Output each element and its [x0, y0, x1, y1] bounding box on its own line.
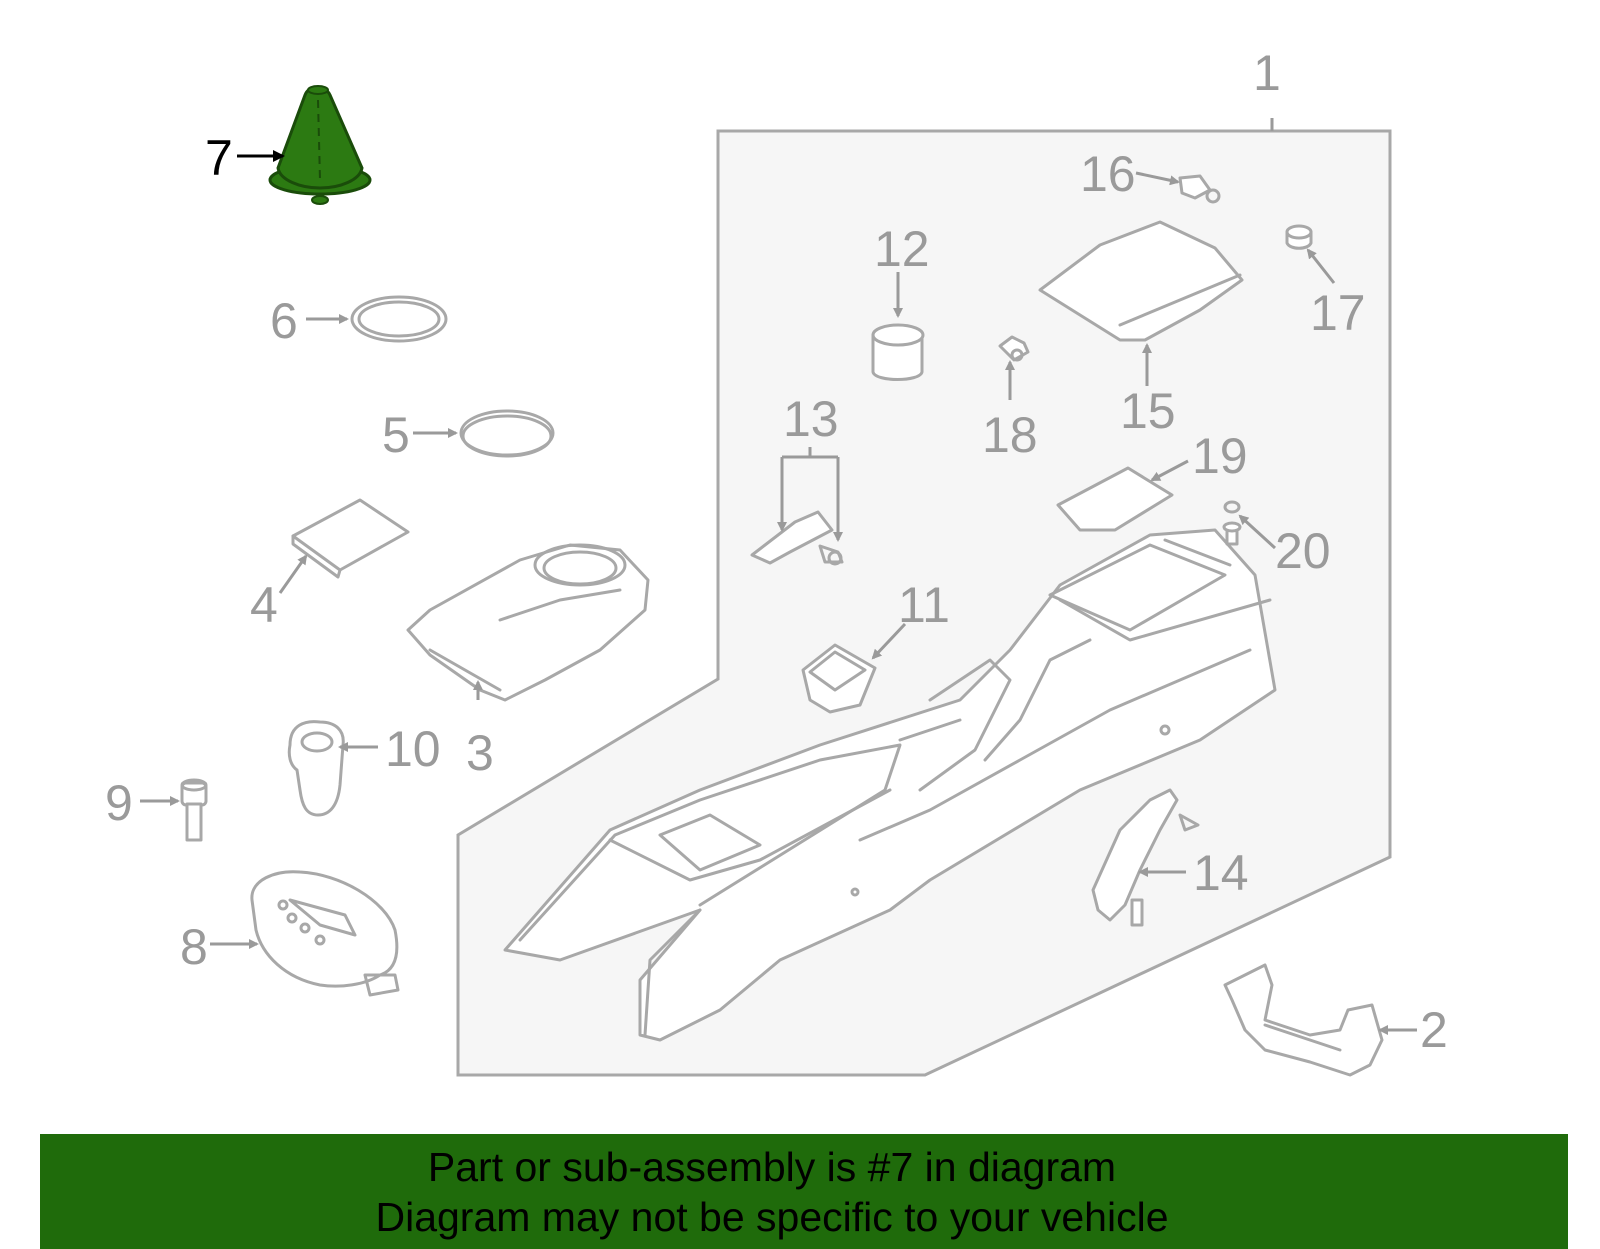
callout-11[interactable]: 11 — [898, 577, 950, 633]
shift-indicator — [250, 870, 400, 997]
shifter-bezel — [406, 543, 650, 702]
callout-1[interactable]: 1 — [1253, 45, 1281, 101]
armrest-lid — [1038, 220, 1244, 342]
callout-4[interactable]: 4 — [250, 577, 278, 633]
shift-knob — [287, 720, 345, 817]
storage-mat — [1056, 466, 1174, 532]
bolt — [180, 778, 208, 842]
callout-18[interactable]: 18 — [982, 407, 1038, 463]
callout-20[interactable]: 20 — [1275, 523, 1331, 579]
trim-ring-large — [350, 295, 448, 343]
info-banner: Part or sub-assembly is #7 in diagram Di… — [40, 1134, 1568, 1249]
cup-holder-insert — [871, 323, 925, 381]
lower-bracket — [1223, 963, 1384, 1077]
callout-12[interactable]: 12 — [874, 221, 930, 277]
callout-14[interactable]: 14 — [1193, 845, 1249, 901]
shift-boot-highlighted[interactable] — [268, 85, 372, 205]
callout-19[interactable]: 19 — [1192, 428, 1248, 484]
callout-15[interactable]: 15 — [1120, 383, 1176, 439]
callout-17[interactable]: 17 — [1310, 285, 1366, 341]
callout-8[interactable]: 8 — [180, 919, 208, 975]
banner-line-disclaimer: Diagram may not be specific to your vehi… — [375, 1194, 1169, 1240]
screw — [1222, 500, 1242, 546]
callout-16[interactable]: 16 — [1080, 146, 1136, 202]
callout-13[interactable]: 13 — [783, 391, 839, 447]
bumper-stop — [1285, 224, 1313, 250]
callout-2[interactable]: 2 — [1420, 1002, 1448, 1058]
callout-9[interactable]: 9 — [105, 775, 133, 831]
storage-bin — [801, 643, 877, 714]
cover-plate — [291, 498, 410, 579]
callout-7[interactable]: 7 — [205, 130, 233, 186]
callout-3[interactable]: 3 — [466, 725, 494, 781]
callout-10[interactable]: 10 — [385, 721, 441, 777]
callout-5[interactable]: 5 — [382, 407, 410, 463]
side-bracket — [1091, 788, 1200, 927]
hinge-clip — [998, 335, 1030, 362]
trim-piece-and-clip — [750, 510, 844, 566]
banner-line-part-number: Part or sub-assembly is #7 in diagram — [427, 1144, 1117, 1190]
parts-diagram: 1 2 3 4 5 6 7 8 9 10 11 12 13 14 15 16 1… — [105, 45, 1448, 1077]
trim-ring-small — [459, 409, 555, 458]
callout-6[interactable]: 6 — [270, 293, 298, 349]
center-console — [503, 528, 1277, 1042]
lid-latch — [1178, 174, 1221, 204]
